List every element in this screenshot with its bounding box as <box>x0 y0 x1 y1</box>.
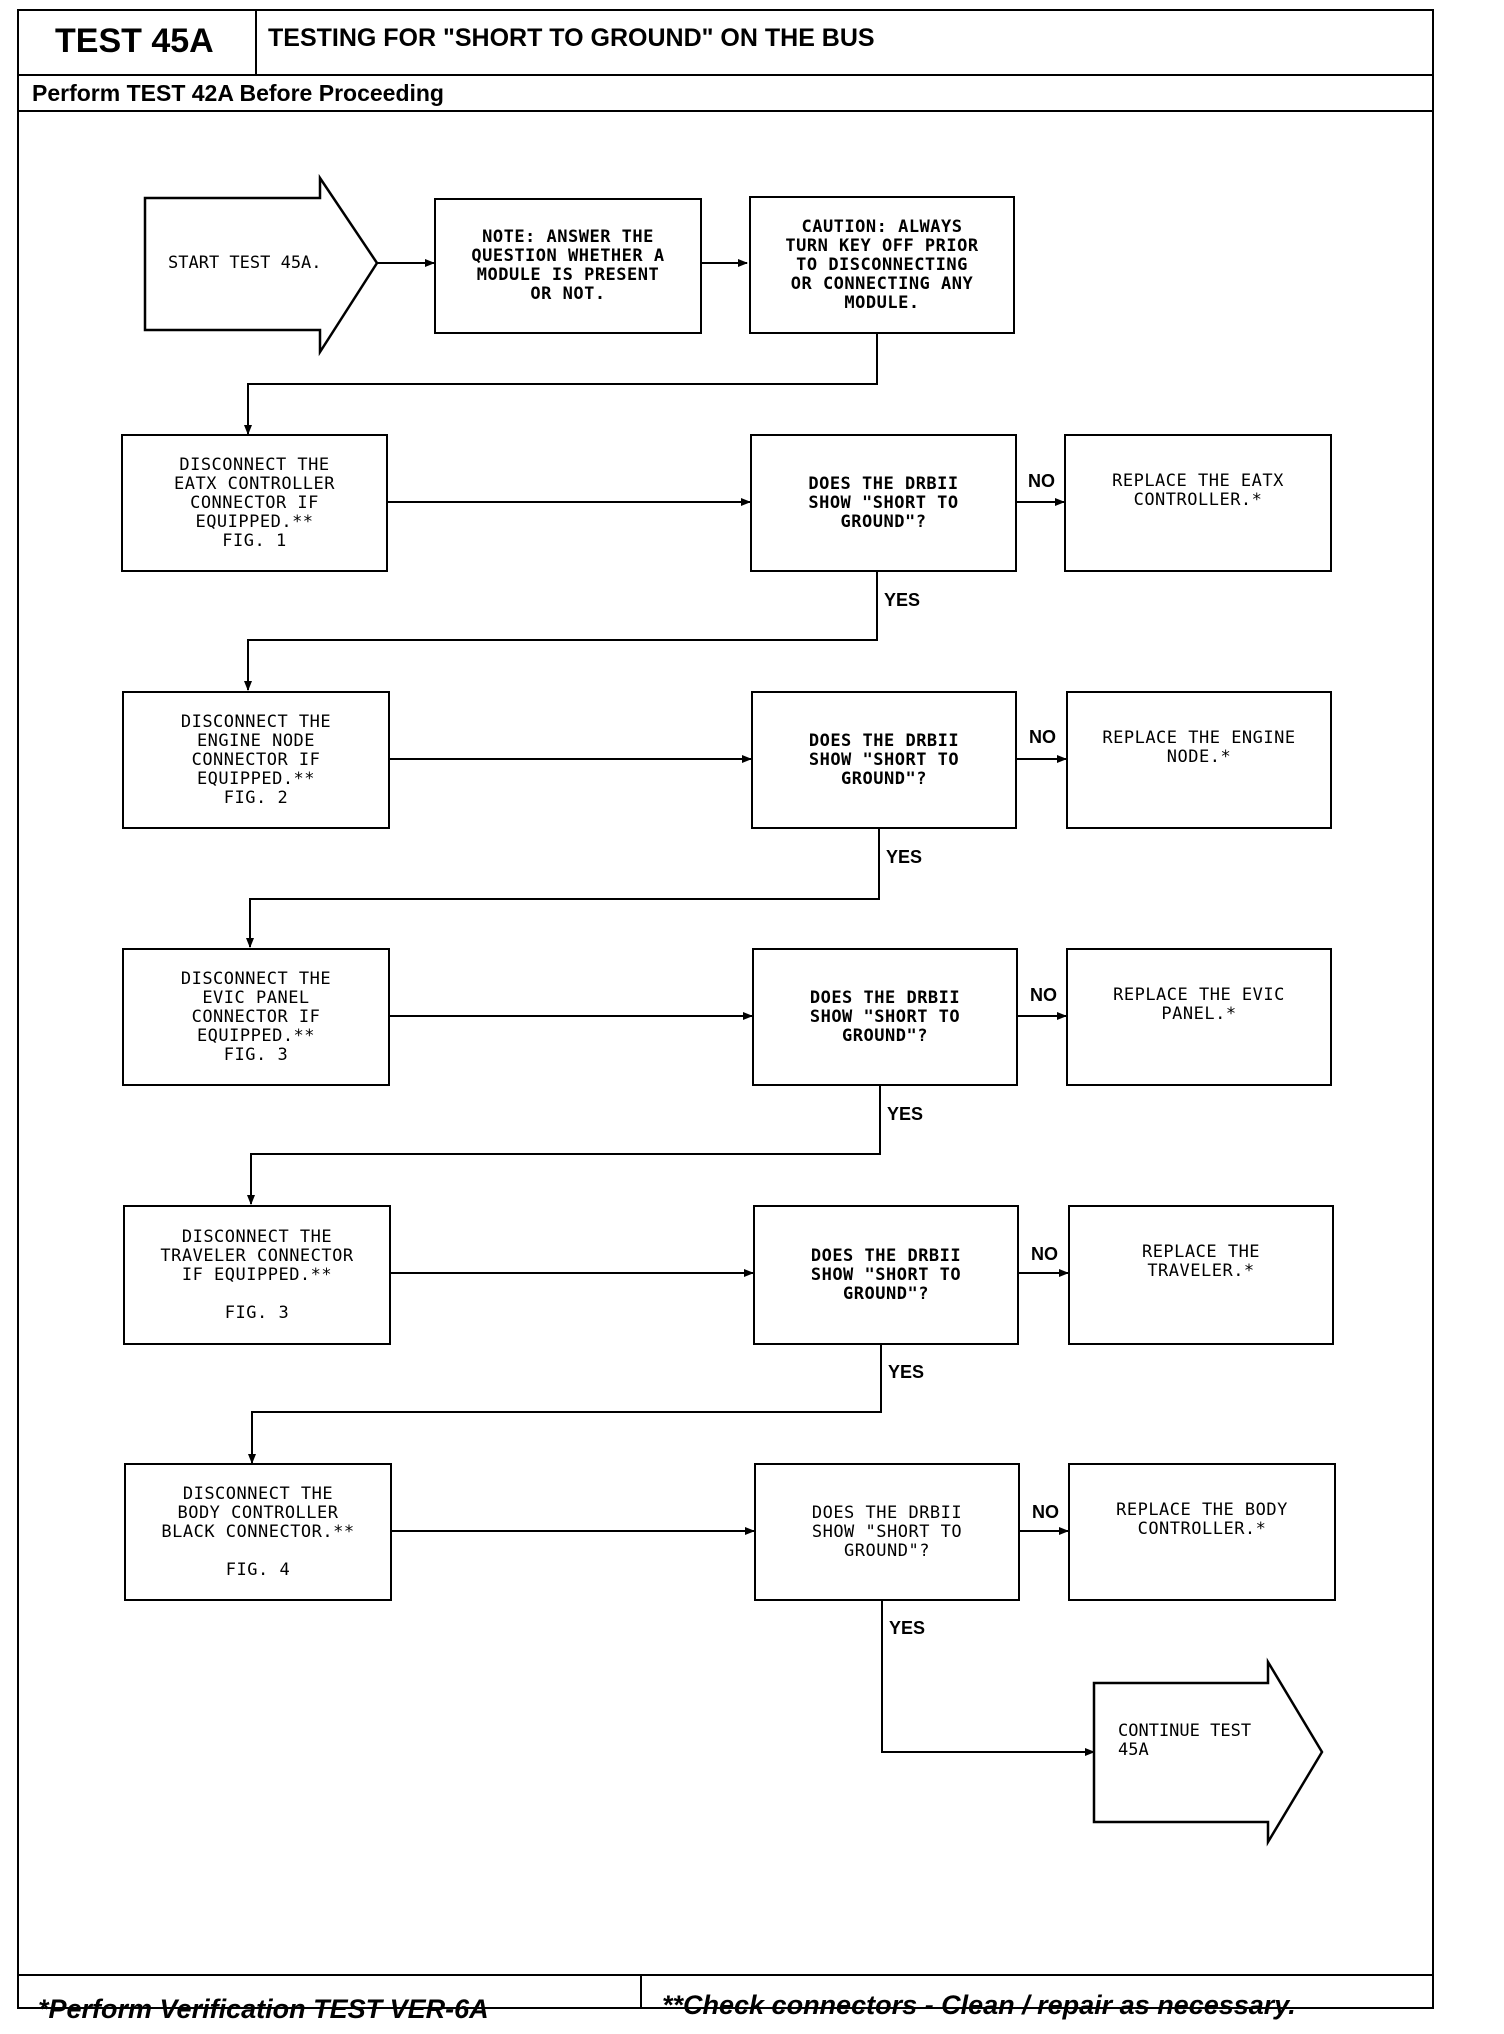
yes-label-4: YES <box>888 1362 925 1382</box>
note-box: NOTE: ANSWER THE QUESTION WHETHER A MODU… <box>434 198 702 334</box>
prerequisite-text: Perform TEST 42A Before Proceeding <box>32 80 444 106</box>
action-text-2: DISCONNECT THE ENGINE NODE CONNECTOR IF … <box>180 711 332 808</box>
question-text-1: DOES THE DRBII SHOW "SHORT TO GROUND"? <box>808 473 959 532</box>
result-text-2: REPLACE THE ENGINE NODE.* <box>1102 728 1296 767</box>
no-label-3: NO <box>1030 985 1057 1005</box>
result-box-1: REPLACE THE EATX CONTROLLER.* <box>1064 434 1332 572</box>
question-text-2: DOES THE DRBII SHOW "SHORT TO GROUND"? <box>808 730 960 789</box>
test-id: TEST 45A <box>55 22 214 60</box>
result-box-2: REPLACE THE ENGINE NODE.* <box>1066 691 1332 829</box>
no-label-2: NO <box>1029 727 1056 747</box>
action-box-5: DISCONNECT THE BODY CONTROLLER BLACK CON… <box>124 1463 392 1601</box>
no-label-5: NO <box>1032 1502 1059 1522</box>
question-text-4: DOES THE DRBII SHOW "SHORT TO GROUND"? <box>810 1245 962 1304</box>
result-text-3: REPLACE THE EVIC PANEL.* <box>1113 985 1285 1024</box>
start-label: START TEST 45A. <box>168 253 322 273</box>
question-box-3: DOES THE DRBII SHOW "SHORT TO GROUND"? <box>752 948 1018 1086</box>
result-text-4: REPLACE THE TRAVELER.* <box>1141 1242 1261 1281</box>
question-box-2: DOES THE DRBII SHOW "SHORT TO GROUND"? <box>751 691 1017 829</box>
question-text-5: DOES THE DRBII SHOW "SHORT TO GROUND"? <box>811 1502 963 1561</box>
caution-box: CAUTION: ALWAYS TURN KEY OFF PRIOR TO DI… <box>749 196 1015 334</box>
continue-arrow-shape <box>1092 1657 1324 1847</box>
yes-label-5: YES <box>889 1618 926 1638</box>
note-text: NOTE: ANSWER THE QUESTION WHETHER A MODU… <box>471 227 665 304</box>
action-box-2: DISCONNECT THE ENGINE NODE CONNECTOR IF … <box>122 691 390 829</box>
no-label-1: NO <box>1028 471 1055 491</box>
footer-right-note: **Check connectors - Clean / repair as n… <box>662 1990 1296 2020</box>
question-box-5: DOES THE DRBII SHOW "SHORT TO GROUND"? <box>754 1463 1020 1601</box>
result-box-3: REPLACE THE EVIC PANEL.* <box>1066 948 1332 1086</box>
header-divider <box>19 74 1432 76</box>
result-box-5: REPLACE THE BODY CONTROLLER.* <box>1068 1463 1336 1601</box>
page-title: TESTING FOR "SHORT TO GROUND" ON THE BUS <box>268 24 875 52</box>
page-frame <box>17 9 1434 2009</box>
yes-label-2: YES <box>886 847 923 867</box>
question-text-3: DOES THE DRBII SHOW "SHORT TO GROUND"? <box>809 987 961 1046</box>
result-text-5: REPLACE THE BODY CONTROLLER.* <box>1116 1500 1288 1539</box>
action-text-1: DISCONNECT THE EATX CONTROLLER CONNECTOR… <box>173 454 336 551</box>
yes-label-3: YES <box>887 1104 924 1124</box>
yes-label-1: YES <box>884 590 921 610</box>
action-text-3: DISCONNECT THE EVIC PANEL CONNECTOR IF E… <box>180 968 332 1065</box>
caution-text: CAUTION: ALWAYS TURN KEY OFF PRIOR TO DI… <box>785 216 979 313</box>
action-box-1: DISCONNECT THE EATX CONTROLLER CONNECTOR… <box>121 434 388 572</box>
start-arrow-shape <box>143 173 379 357</box>
footer-separator <box>640 1974 642 2008</box>
action-box-3: DISCONNECT THE EVIC PANEL CONNECTOR IF E… <box>122 948 390 1086</box>
test-id-box <box>19 11 257 75</box>
question-box-1: DOES THE DRBII SHOW "SHORT TO GROUND"? <box>750 434 1017 572</box>
no-label-4: NO <box>1031 1244 1058 1264</box>
footer-divider <box>19 1974 1432 1976</box>
result-box-4: REPLACE THE TRAVELER.* <box>1068 1205 1334 1345</box>
action-text-4: DISCONNECT THE TRAVELER CONNECTOR IF EQU… <box>160 1226 354 1323</box>
continue-label: CONTINUE TEST 45A <box>1118 1721 1252 1760</box>
footer-left-note: *Perform Verification TEST VER-6A <box>38 1994 489 2024</box>
action-text-5: DISCONNECT THE BODY CONTROLLER BLACK CON… <box>161 1483 355 1580</box>
action-box-4: DISCONNECT THE TRAVELER CONNECTOR IF EQU… <box>123 1205 391 1345</box>
result-text-1: REPLACE THE EATX CONTROLLER.* <box>1112 471 1284 510</box>
question-box-4: DOES THE DRBII SHOW "SHORT TO GROUND"? <box>753 1205 1019 1345</box>
header-bottom-divider <box>19 110 1432 112</box>
